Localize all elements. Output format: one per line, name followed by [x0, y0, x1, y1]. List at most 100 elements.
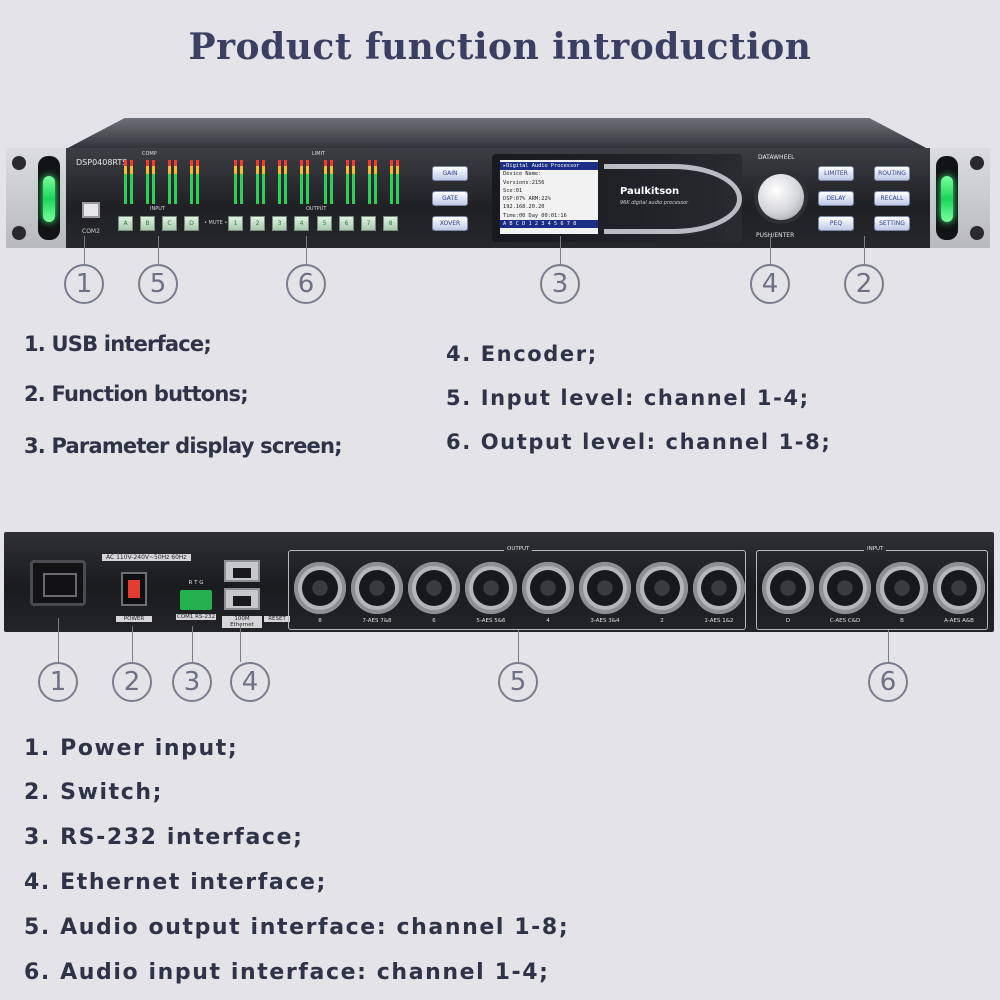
mount-hole: [12, 156, 26, 170]
output-level-meter: [278, 160, 281, 204]
power-switch[interactable]: [121, 572, 147, 606]
callout-line: [84, 236, 85, 264]
delay-button[interactable]: DELAY: [818, 191, 854, 206]
xlr-output-connector[interactable]: [408, 562, 460, 614]
mount-hole: [970, 226, 984, 240]
callout-line: [560, 236, 561, 264]
rear-description: 6. Audio input interface: channel 1-4;: [24, 960, 550, 985]
gate-button[interactable]: GATE: [432, 191, 468, 206]
xlr-output-connector[interactable]: [693, 562, 745, 614]
encoder-knob[interactable]: [758, 174, 804, 220]
lcd-line: Versions:2156: [503, 179, 545, 186]
input-mute-button-d[interactable]: D: [184, 216, 199, 231]
parameter-display-screen: ▸Digital Audio Processor Device Name: Ve…: [500, 160, 598, 234]
output-connector-label: 2: [660, 618, 664, 624]
output-level-meter: [374, 160, 377, 204]
limit-label: LIMIT: [312, 151, 326, 157]
input-level-meter: [124, 160, 127, 204]
xlr-input-connector[interactable]: [819, 562, 871, 614]
ethernet-port[interactable]: [224, 560, 260, 582]
power-label: POWER: [116, 616, 152, 622]
callout-line: [58, 618, 59, 662]
handle-right: [936, 156, 958, 240]
output-level-meter: [284, 160, 287, 204]
input-mute-button-b[interactable]: B: [140, 216, 155, 231]
datawheel-label: DATAWHEEL: [758, 154, 795, 161]
input-level-meter: [146, 160, 149, 204]
output-level-meter: [324, 160, 327, 204]
output-mute-button-2[interactable]: 2: [250, 216, 265, 231]
output-mute-button-6[interactable]: 6: [339, 216, 354, 231]
input-level-meter: [190, 160, 193, 204]
rear-description: 4. Ethernet interface;: [24, 870, 327, 895]
lcd-line: Device Name:: [503, 171, 542, 178]
recall-button[interactable]: RECALL: [874, 191, 910, 206]
output-connector-label: 4: [546, 618, 550, 624]
output-level-meter: [368, 160, 371, 204]
output-level-meter: [346, 160, 349, 204]
lcd-line: Sce:01: [503, 187, 523, 194]
input-level-meter: [174, 160, 177, 204]
front-description: 1. USB interface;: [24, 332, 212, 356]
peq-button[interactable]: PEQ: [818, 216, 854, 231]
usb-port[interactable]: [82, 202, 100, 218]
callout-line: [192, 626, 193, 662]
input-connector-label: A-AES A&B: [944, 618, 974, 624]
setting-button[interactable]: SETTING: [874, 216, 910, 231]
output-connector-label: 1-AES 1&2: [704, 618, 734, 624]
output-mute-button-1[interactable]: 1: [228, 216, 243, 231]
xlr-output-connector[interactable]: [465, 562, 517, 614]
xlr-output-connector[interactable]: [294, 562, 346, 614]
input-level-meter: [152, 160, 155, 204]
display-panel: ▸Digital Audio Processor Device Name: Ve…: [492, 154, 742, 242]
page-title: Product function introduction: [188, 26, 812, 68]
comp-label: COMP: [142, 151, 157, 157]
output-connector-label: 3-AES 3&4: [590, 618, 620, 624]
gain-button[interactable]: GAIN: [432, 166, 468, 181]
model-name: DSP0408RTS: [76, 158, 128, 167]
output-level-meter: [240, 160, 243, 204]
input-mute-button-c[interactable]: C: [162, 216, 177, 231]
mount-hole: [970, 156, 984, 170]
callout-line: [518, 630, 519, 662]
power-input-socket[interactable]: [30, 560, 86, 606]
xlr-input-connector[interactable]: [876, 562, 928, 614]
output-mute-button-4[interactable]: 4: [294, 216, 309, 231]
front-panel: DSP0408RTS COM2 COMP INPUT LIMIT OUTPUT: [6, 118, 990, 248]
output-connector-label: 5-AES 5&6: [476, 618, 506, 624]
ethernet-port[interactable]: [224, 588, 260, 610]
input-mute-button-a[interactable]: A: [118, 216, 133, 231]
input-level-meter: [168, 160, 171, 204]
mute-label: • MUTE •: [204, 220, 228, 226]
reset-label: RESET: [264, 616, 290, 622]
callout-number: 6: [286, 264, 326, 304]
output-mute-button-7[interactable]: 7: [361, 216, 376, 231]
mount-hole: [12, 226, 26, 240]
output-level-meter: [234, 160, 237, 204]
output-mute-button-5[interactable]: 5: [317, 216, 332, 231]
xlr-output-connector[interactable]: [522, 562, 574, 614]
callout-number: 2: [112, 662, 152, 702]
routing-button[interactable]: ROUTING: [874, 166, 910, 181]
xlr-output-connector[interactable]: [579, 562, 631, 614]
status-led: [43, 176, 55, 222]
callout-number: 4: [230, 662, 270, 702]
xlr-input-connector[interactable]: [762, 562, 814, 614]
front-description: 4. Encoder;: [446, 342, 598, 366]
output-level-meter: [262, 160, 265, 204]
input-level-meter: [130, 160, 133, 204]
xlr-input-connector[interactable]: [933, 562, 985, 614]
xlr-output-connector[interactable]: [351, 562, 403, 614]
limiter-button[interactable]: LIMITER: [818, 166, 854, 181]
output-level-meter: [390, 160, 393, 204]
output-mute-button-3[interactable]: 3: [272, 216, 287, 231]
xlr-output-connector[interactable]: [636, 562, 688, 614]
callout-number: 2: [844, 264, 884, 304]
rack-ear-left: [6, 148, 66, 248]
rs232-port[interactable]: [180, 590, 212, 610]
input-connector-label: C-AES C&D: [829, 618, 861, 624]
front-description: 6. Output level: channel 1-8;: [446, 430, 832, 454]
output-mute-button-8[interactable]: 8: [383, 216, 398, 231]
xover-button[interactable]: XOVER: [432, 216, 468, 231]
callout-line: [158, 236, 159, 264]
